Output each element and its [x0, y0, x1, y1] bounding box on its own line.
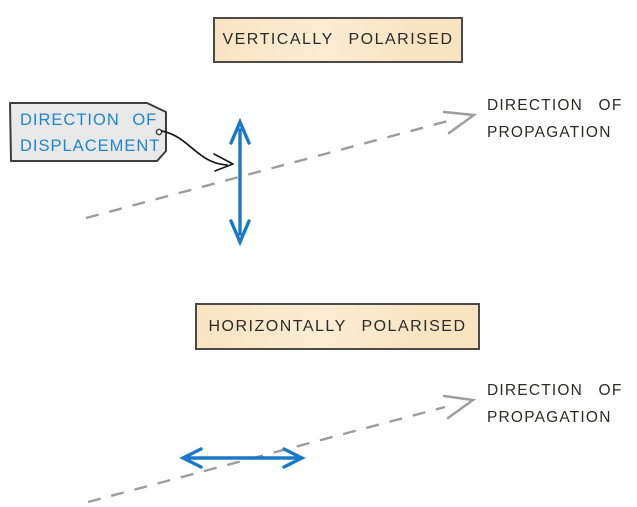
propagation-dashed-line-top — [85, 119, 449, 220]
displacement-arrowhead-left — [179, 447, 203, 469]
tag-leader-arrow — [161, 130, 234, 172]
displacement-arrowhead-down — [229, 219, 251, 247]
vertically-polarised-title-box: VERTICALLY POLARISED — [213, 17, 463, 63]
propagation-dashed-line-bottom — [87, 405, 446, 504]
displacement-arrow-vertical — [229, 117, 251, 247]
propagation-dashed-arrow-bottom — [87, 394, 477, 504]
vertically-polarised-title: VERTICALLY POLARISED — [222, 31, 454, 48]
displacement-tag-label: DIRECTION OF DISPLACEMENT — [20, 107, 160, 159]
propagation-label-top-line1: DIRECTION OF — [487, 97, 623, 114]
displacement-arrowhead-right — [282, 447, 306, 469]
propagation-arrowhead-top — [442, 110, 478, 135]
displacement-arrow-horizontal — [179, 447, 306, 469]
horizontally-polarised-title-box: HORIZONTALLY POLARISED — [195, 303, 480, 350]
propagation-label-top: DIRECTION OF PROPAGATION — [487, 92, 622, 146]
displacement-tag-line2: DISPLACEMENT — [20, 137, 161, 155]
tag-leader-arrowhead — [213, 153, 234, 172]
propagation-arrowhead-bottom — [442, 394, 477, 420]
displacement-arrowhead-up — [229, 117, 251, 145]
propagation-label-bottom-line2: PROPAGATION — [487, 409, 612, 426]
displacement-tag-shape — [9, 102, 167, 162]
propagation-label-top-line2: PROPAGATION — [487, 124, 612, 141]
tag-hole — [155, 128, 163, 136]
horizontally-polarised-title: HORIZONTALLY POLARISED — [208, 317, 467, 335]
propagation-label-bottom-line1: DIRECTION OF — [487, 382, 623, 399]
propagation-dashed-arrow-top — [85, 110, 478, 220]
displacement-tag-line1: DIRECTION OF — [20, 111, 158, 129]
tag-outline — [9, 102, 167, 162]
tag-leader-curve — [161, 130, 228, 166]
propagation-label-bottom: DIRECTION OF PROPAGATION — [487, 377, 622, 431]
